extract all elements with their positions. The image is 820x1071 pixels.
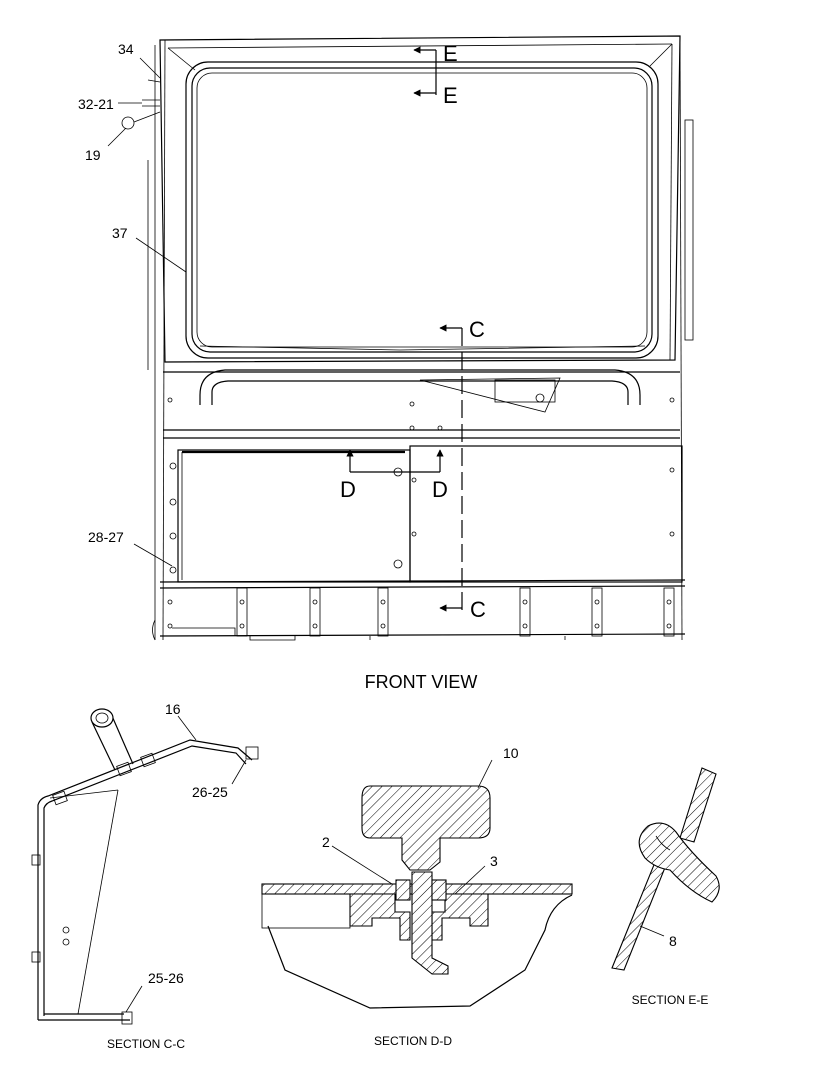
front-view-caption: FRONT VIEW <box>365 672 478 692</box>
callout-8: 8 <box>669 933 677 949</box>
callout-2: 2 <box>322 834 330 850</box>
callout-28-27: 28-27 <box>88 529 124 545</box>
section-mark-c-top: C <box>469 317 485 342</box>
front-view: 34 32-21 19 37 28-27 E E C C D D FRONT V… <box>78 35 694 692</box>
section-ee-view: 8 SECTION E-E <box>611 767 720 1007</box>
section-cc-caption: SECTION C-C <box>107 1037 185 1051</box>
section-dd-caption: SECTION D-D <box>374 1034 452 1048</box>
callout-19: 19 <box>85 147 101 163</box>
callout-34: 34 <box>118 41 134 57</box>
callout-37: 37 <box>112 225 128 241</box>
section-cc-view: 16 26-25 25-26 SECTION C-C <box>31 701 259 1051</box>
section-mark-d-right: D <box>432 477 448 502</box>
callout-16: 16 <box>165 701 181 717</box>
section-dd-view: 10 2 3 SECTION D-D <box>261 745 573 1048</box>
callout-32-21: 32-21 <box>78 96 114 112</box>
callout-3: 3 <box>490 853 498 869</box>
section-mark-c-bottom: C <box>470 597 486 622</box>
callout-10: 10 <box>503 745 519 761</box>
callout-25-26: 25-26 <box>148 970 184 986</box>
section-mark-d-left: D <box>340 477 356 502</box>
section-mark-e-bottom: E <box>443 83 458 108</box>
section-mark-e-top: E <box>443 41 458 66</box>
callout-26-25: 26-25 <box>192 784 228 800</box>
section-ee-caption: SECTION E-E <box>632 993 709 1007</box>
